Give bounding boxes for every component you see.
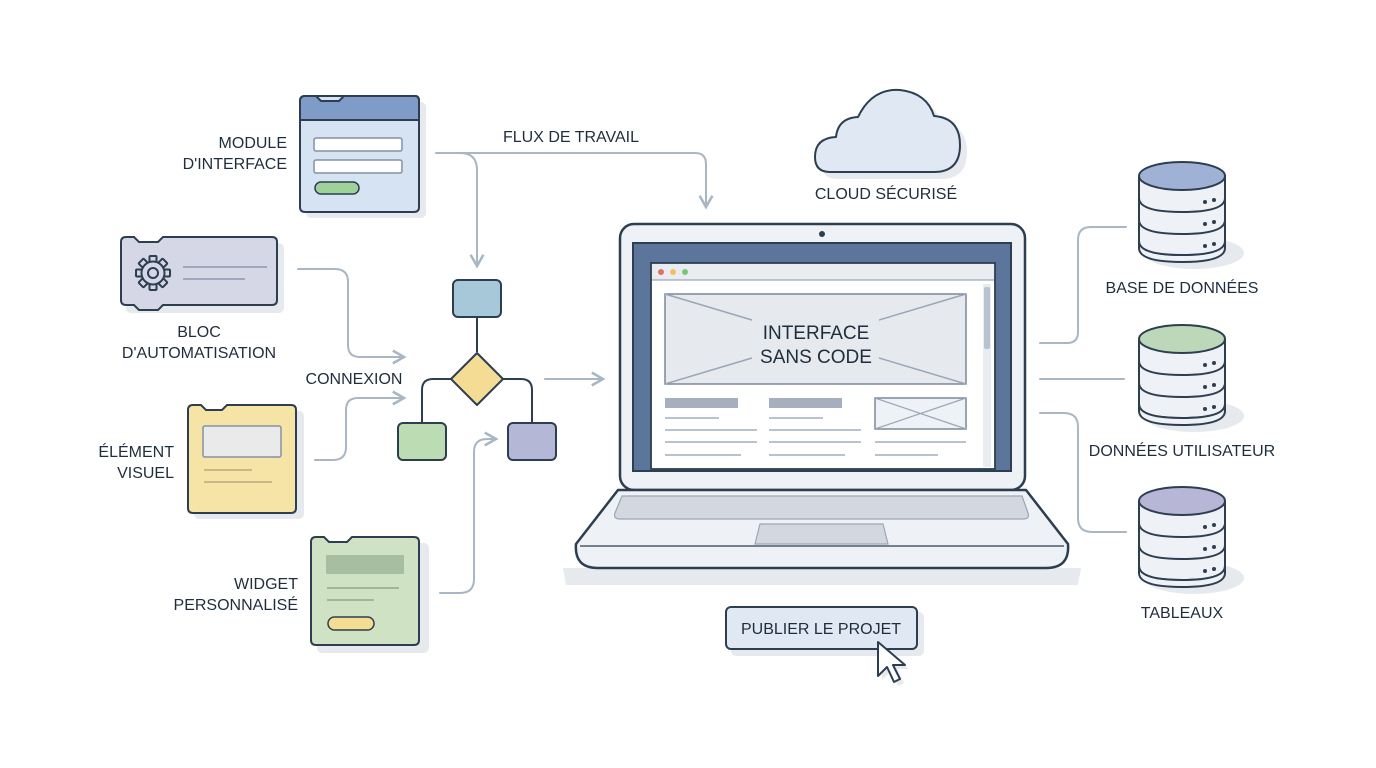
label-donnees-utilisateur: DONNÉES UTILISATEUR bbox=[1089, 441, 1275, 460]
connector-bloc-to-flow bbox=[297, 268, 407, 365]
label-base-de-donnees: BASE DE DONNÉES bbox=[1106, 278, 1259, 297]
cloud-icon bbox=[814, 88, 967, 179]
screen-title-line1: INTERFACE bbox=[763, 323, 870, 344]
browser-scrollbar-thumb bbox=[984, 287, 990, 349]
publish-button-label: PUBLIER LE PROJET bbox=[741, 621, 901, 638]
flow-decision-node bbox=[450, 352, 504, 406]
label-widget-personnalise-line2: PERSONNALISÉ bbox=[174, 595, 298, 614]
database-icon bbox=[1138, 486, 1244, 594]
flow-node-left bbox=[397, 422, 447, 461]
label-module-interface-line1: MODULE bbox=[219, 135, 287, 152]
connector-flux-to-laptop bbox=[435, 152, 714, 210]
cursor-icon bbox=[877, 641, 909, 686]
element-visuel-card bbox=[187, 404, 304, 519]
content-columns bbox=[665, 397, 967, 456]
label-element-visuel-line2: VISUEL bbox=[117, 465, 174, 482]
label-element-visuel-line1: ÉLÉMENT bbox=[98, 442, 174, 461]
browser-dot-green bbox=[682, 269, 688, 275]
connector-widget-to-flow bbox=[439, 431, 499, 594]
database-icon bbox=[1138, 161, 1244, 269]
database-icon bbox=[1138, 324, 1244, 432]
label-module-interface-line2: D'INTERFACE bbox=[183, 156, 287, 173]
laptop-trackpad bbox=[754, 523, 889, 545]
flow-diagram bbox=[397, 279, 557, 461]
flow-node-top bbox=[452, 279, 502, 318]
publish-button[interactable]: PUBLIER LE PROJET bbox=[725, 606, 924, 656]
label-bloc-automatisation-line2: D'AUTOMATISATION bbox=[122, 345, 276, 362]
label-flux-de-travail: FLUX DE TRAVAIL bbox=[503, 129, 639, 146]
laptop-keyboard bbox=[613, 495, 1030, 520]
label-widget-personnalise-line1: WIDGET bbox=[234, 576, 298, 593]
laptop-icon bbox=[563, 222, 1081, 585]
connectors bbox=[297, 152, 1127, 594]
label-bloc-automatisation-line1: BLOC bbox=[177, 324, 221, 341]
connector-module-to-flow bbox=[459, 152, 485, 269]
browser-scrollbar bbox=[983, 284, 991, 467]
browser-dot-yellow bbox=[670, 269, 676, 275]
label-connexion: CONNEXION bbox=[306, 371, 403, 388]
gear-icon bbox=[135, 255, 171, 291]
browser-dot-red bbox=[658, 269, 664, 275]
widget-personnalise-card bbox=[310, 536, 429, 653]
module-interface-card bbox=[299, 95, 426, 218]
laptop-camera bbox=[819, 231, 825, 237]
label-tableaux: TABLEAUX bbox=[1141, 605, 1224, 622]
connector-visuel-to-flow bbox=[314, 390, 407, 461]
flow-node-right bbox=[507, 422, 557, 461]
label-cloud-securise: CLOUD SÉCURISÉ bbox=[815, 184, 957, 203]
screen-title-line2: SANS CODE bbox=[760, 347, 872, 368]
connector-laptop-to-databases bbox=[1039, 226, 1127, 533]
